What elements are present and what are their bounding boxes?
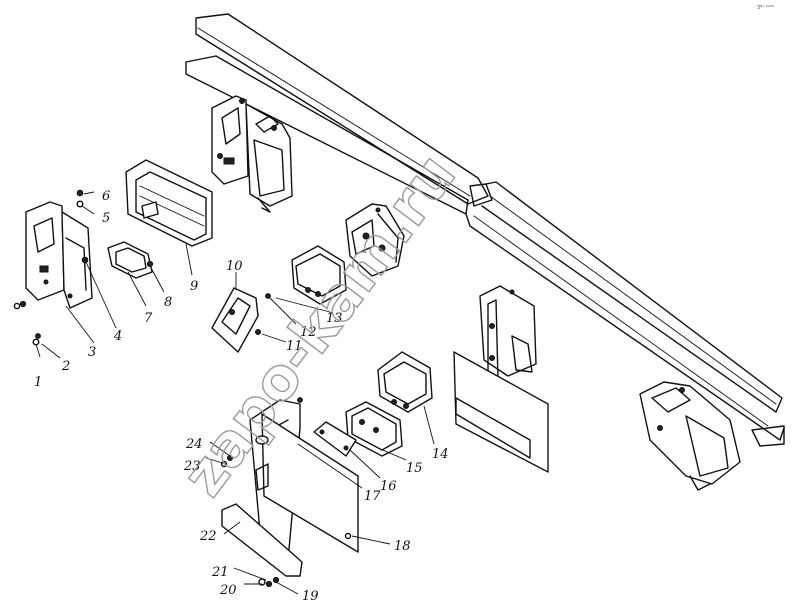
beam-lamp-left-assembly [211, 95, 293, 213]
part-3-lamp-bracket [25, 201, 93, 309]
callout-20: 20 [219, 583, 237, 598]
callout-16: 16 [380, 479, 397, 494]
callout-1: 1 [34, 375, 42, 390]
fasteners-left-group [13, 189, 154, 346]
part-7-gasket [107, 241, 153, 279]
callout-11: 11 [286, 339, 303, 354]
callout-19: 19 [302, 589, 319, 604]
callout-12: 12 [300, 325, 317, 340]
callout-4: 4 [113, 329, 122, 344]
callout-3: 3 [88, 345, 96, 360]
callout-7: 7 [144, 311, 153, 326]
callout-6: 6 [102, 189, 110, 204]
page-reference: 3ᴮ¹ ⁰⁰⁰⁰ [757, 5, 774, 11]
callout-leader-lines [35, 191, 435, 595]
callout-23: 23 [183, 459, 201, 474]
fasteners-bottom-group [258, 576, 280, 588]
license-plate-bracket-installed [453, 285, 549, 473]
part-13-side-lamp [291, 245, 347, 305]
callout-5: 5 [102, 211, 110, 226]
beam-bracket-center [345, 203, 405, 277]
callout-13: 13 [326, 311, 343, 326]
part-14-side-lamp [377, 351, 433, 413]
callout-9: 9 [190, 279, 198, 294]
callout-2: 2 [61, 359, 70, 374]
callout-21: 21 [211, 565, 229, 580]
callout-22: 22 [199, 529, 217, 544]
callout-8: 8 [164, 295, 172, 310]
callout-labels: 1 2 3 4 5 6 7 8 9 10 11 12 13 14 15 16 1… [34, 189, 449, 604]
callout-24: 24 [185, 437, 203, 452]
rear-cross-beam [185, 13, 785, 447]
part-16-gasket-plate [313, 421, 357, 457]
part-22-plate-holder [220, 397, 359, 577]
callout-18: 18 [394, 539, 411, 554]
beam-lamp-right-assembly [639, 381, 741, 491]
callout-14: 14 [432, 447, 449, 462]
part-9-rear-lamp [125, 159, 213, 247]
part-10-bracket-plate [211, 287, 271, 353]
callout-15: 15 [406, 461, 423, 476]
callout-17: 17 [364, 489, 381, 504]
callout-10: 10 [226, 259, 243, 274]
part-15-plate-lamp [345, 401, 403, 457]
